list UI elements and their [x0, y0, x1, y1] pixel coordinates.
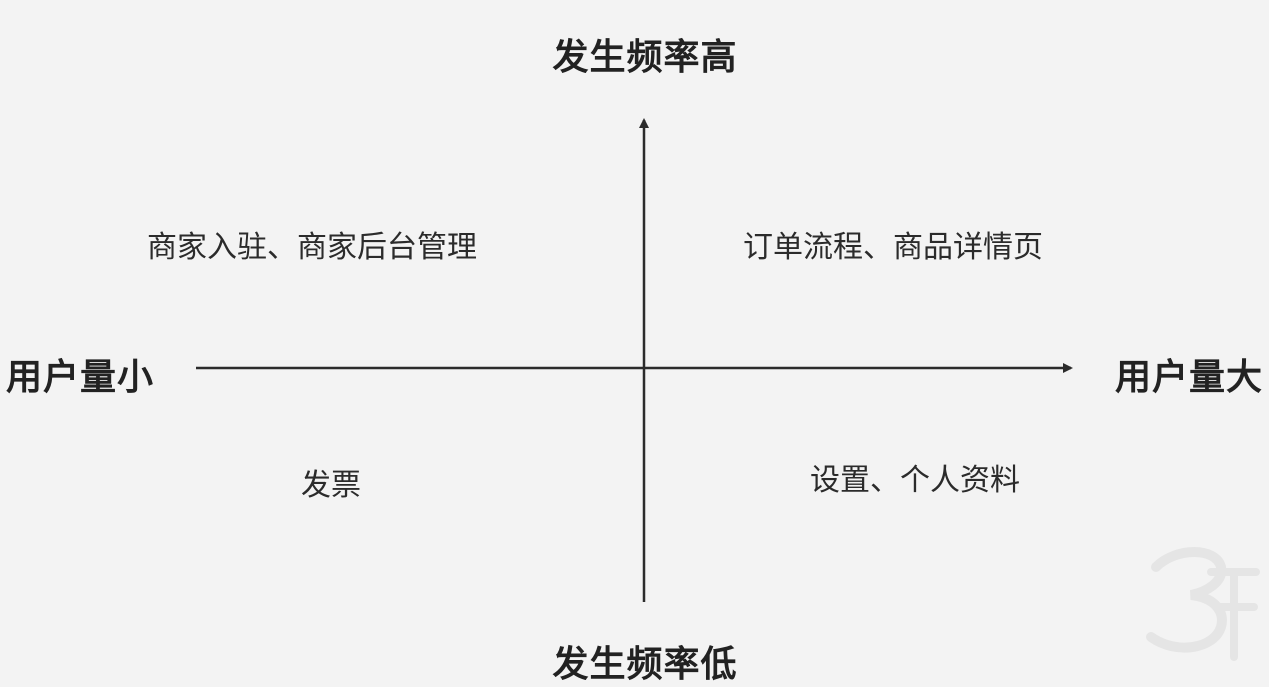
quadrant-top-left: 商家入驻、商家后台管理 [147, 230, 477, 265]
quadrant-bottom-right: 设置、个人资料 [810, 463, 1020, 498]
x-axis-left-label: 用户量小 [6, 357, 155, 398]
y-axis-top-label: 发生频率高 [552, 37, 738, 78]
x-axis-right-label: 用户量大 [1114, 357, 1263, 398]
quadrant-top-right: 订单流程、商品详情页 [743, 230, 1043, 265]
y-axis-bottom-label: 发生频率低 [552, 644, 738, 685]
quadrant-bottom-left: 发票 [301, 468, 361, 503]
brand-logo-watermark-icon [1146, 547, 1260, 661]
